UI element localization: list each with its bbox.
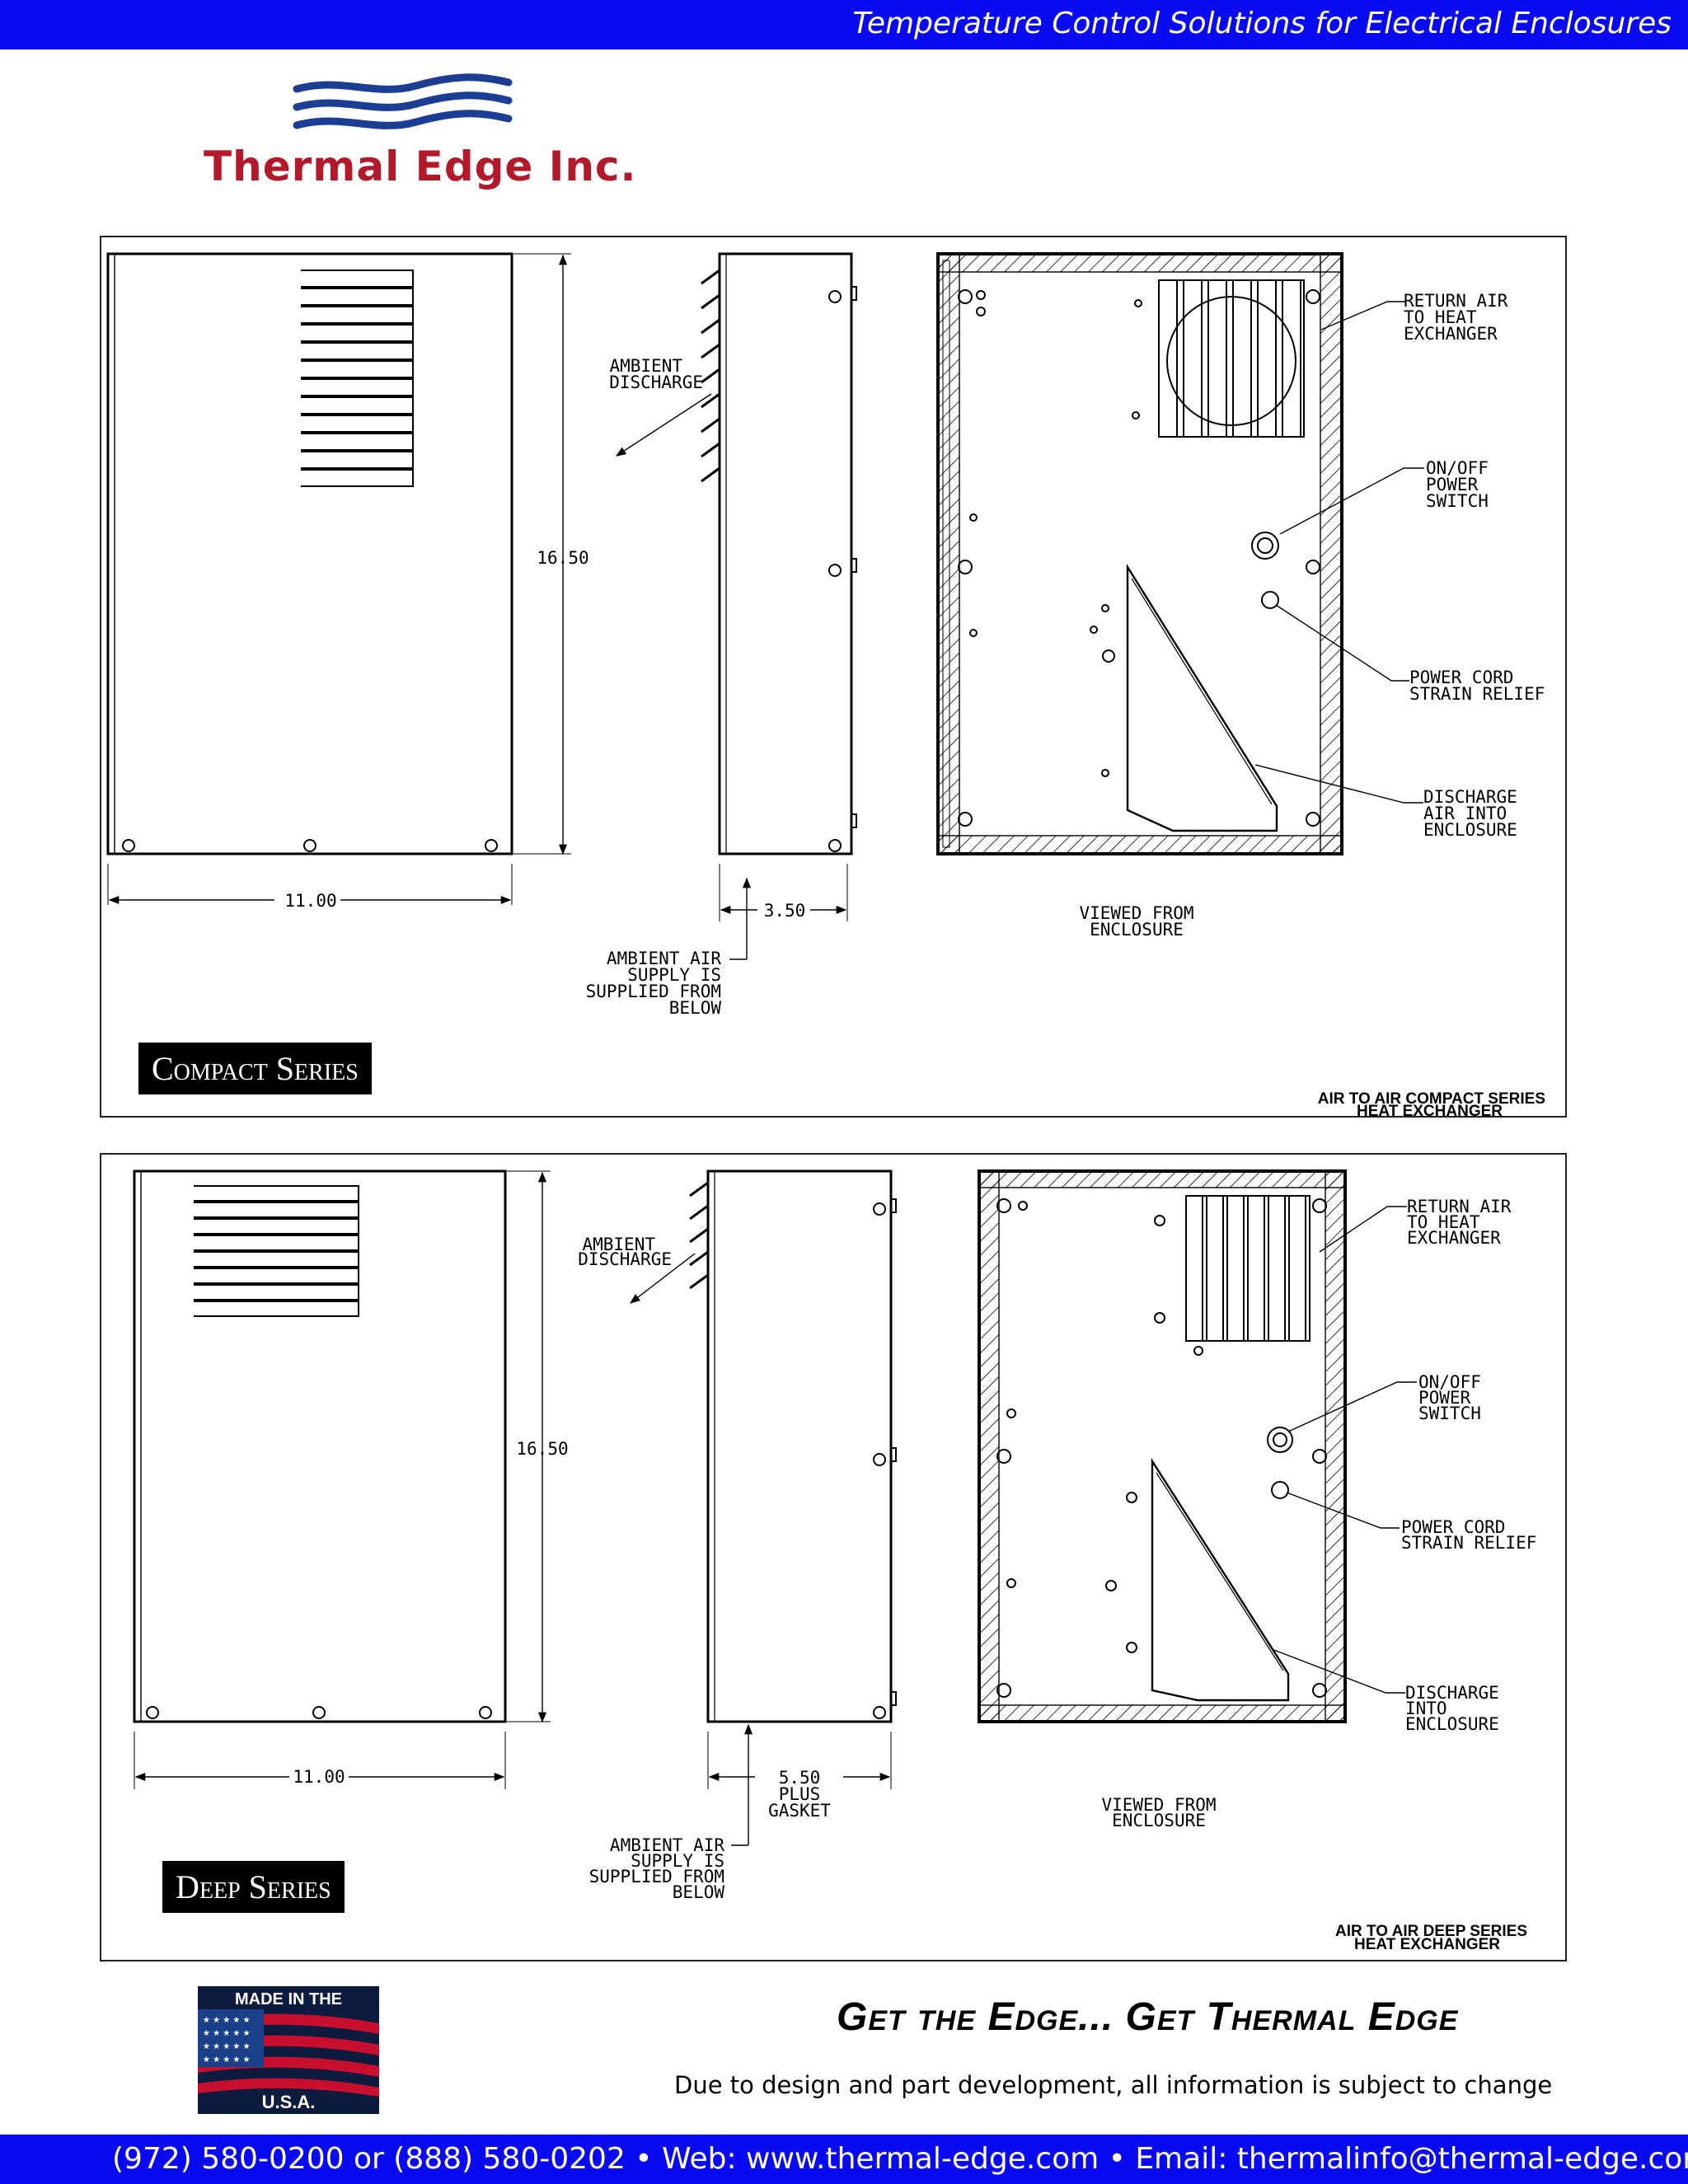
- compact-strain-relief-icon: [1261, 591, 1279, 609]
- deep-louvers: [194, 1185, 359, 1317]
- header-bar: Temperature Control Solutions for Electr…: [0, 0, 1688, 49]
- compact-ambient-supply-line4: BELOW: [669, 998, 722, 1018]
- footer-bar: (972) 580-0200 or (888) 580-0202 • Web: …: [0, 2135, 1688, 2184]
- deep-discharge-duct: [1151, 1457, 1290, 1702]
- deep-discharge-into-line1: DISCHARGE: [1405, 1683, 1499, 1703]
- deep-width-dim: 11.00: [293, 1767, 345, 1787]
- compact-power-switch-line2: POWER: [1426, 475, 1479, 494]
- slogan: Get the Edge... Get Thermal Edge: [837, 1995, 1459, 2039]
- deep-power-switch-line1: ON/OFF: [1418, 1372, 1481, 1392]
- compact-louvers: [301, 269, 414, 487]
- made-in-usa-flag-icon: ★ ★ ★ ★ ★ ★ ★ ★ ★ ★ ★ ★ ★ ★ ★ ★ ★ ★ ★ ★ MA…: [198, 1986, 379, 2114]
- deep-side-view: [706, 1169, 893, 1723]
- compact-ambient-discharge-line2: DISCHARGE: [609, 373, 703, 392]
- logo-waves-icon: [293, 73, 513, 129]
- deep-strain-relief-line2: STRAIN RELIEF: [1401, 1533, 1536, 1553]
- compact-series-badge: Compact Series: [138, 1043, 372, 1094]
- deep-strain-relief-line1: POWER CORD: [1401, 1517, 1505, 1537]
- deep-depth-dim-line1: 5.50: [779, 1768, 821, 1788]
- deep-power-switch-icon: [1267, 1427, 1293, 1453]
- compact-depth-dim: 3.50: [764, 901, 806, 921]
- deep-return-air-line1: RETURN AIR: [1407, 1197, 1512, 1216]
- compact-strain-relief-line2: STRAIN RELIEF: [1409, 684, 1545, 704]
- compact-title-block-line2: HEAT EXCHANGER: [1357, 1103, 1503, 1116]
- deep-discharge-fins: [689, 1181, 709, 1290]
- deep-series-drawing: 11.00 16.50 5.50 PLUS GASKET AMBIENT DIS…: [100, 1153, 1567, 1961]
- compact-width-dim: 11.00: [284, 891, 336, 911]
- deep-discharge-into-line2: INTO: [1405, 1699, 1447, 1718]
- contact-info: (972) 580-0200 or (888) 580-0202 • Web: …: [112, 2142, 1688, 2176]
- deep-ambient-supply-line4: BELOW: [673, 1882, 725, 1902]
- deep-power-switch-line2: POWER: [1418, 1388, 1471, 1408]
- compact-series-drawing: 11.00 16.50 3.50 AMBIENT DISCHARGE AMBIE…: [100, 236, 1567, 1118]
- deep-series-badge: Deep Series: [162, 1861, 345, 1913]
- deep-heat-exchanger-core: [1185, 1195, 1311, 1342]
- flag-text-bottom: U.S.A.: [262, 2092, 316, 2112]
- compact-interior-view: [936, 252, 1343, 855]
- compact-viewed-from-line2: ENCLOSURE: [1090, 920, 1184, 940]
- compact-return-air-line2: TO HEAT: [1404, 307, 1477, 327]
- deep-viewed-from-line2: ENCLOSURE: [1112, 1811, 1206, 1830]
- svg-text:★ ★ ★ ★ ★: ★ ★ ★ ★ ★: [203, 2016, 251, 2025]
- compact-return-air-line1: RETURN AIR: [1404, 291, 1508, 311]
- deep-title-block-line2: HEAT EXCHANGER: [1354, 1936, 1500, 1953]
- deep-ambient-supply-line3: SUPPLIED FROM: [589, 1867, 724, 1886]
- deep-ambient-discharge-line1: AMBIENT: [582, 1235, 655, 1254]
- compact-power-switch-line1: ON/OFF: [1426, 458, 1489, 478]
- deep-discharge-into-line3: ENCLOSURE: [1405, 1714, 1499, 1734]
- compact-strain-relief-line1: POWER CORD: [1409, 668, 1513, 687]
- compact-drawing-canvas: 11.00 16.50 3.50 AMBIENT DISCHARGE AMBIE…: [106, 252, 1545, 1116]
- deep-power-switch-line3: SWITCH: [1418, 1404, 1481, 1423]
- compact-discharge-into-line3: ENCLOSURE: [1423, 820, 1517, 840]
- deep-front-view: [133, 1169, 507, 1723]
- deep-ambient-supply-line2: SUPPLY IS: [631, 1851, 724, 1871]
- deep-return-air-line2: TO HEAT: [1407, 1212, 1480, 1232]
- compact-discharge-duct: [1126, 563, 1278, 832]
- deep-depth-dim-line3: GASKET: [768, 1801, 831, 1821]
- deep-viewed-from-line1: VIEWED FROM: [1101, 1795, 1216, 1815]
- company-name: Thermal Edge Inc.: [204, 143, 637, 190]
- deep-height-dim: 16.50: [516, 1439, 568, 1459]
- compact-front-view: [106, 252, 513, 855]
- svg-text:★ ★ ★ ★ ★: ★ ★ ★ ★ ★: [203, 2042, 251, 2051]
- company-logo: Thermal Edge Inc.: [202, 73, 636, 204]
- deep-ambient-discharge-line2: DISCHARGE: [578, 1249, 672, 1269]
- compact-return-air-line3: EXCHANGER: [1404, 324, 1498, 344]
- compact-power-switch-line3: SWITCH: [1426, 491, 1489, 511]
- compact-ambient-discharge-line1: AMBIENT: [609, 356, 682, 376]
- compact-viewed-from-line1: VIEWED FROM: [1079, 903, 1193, 923]
- header-tagline: Temperature Control Solutions for Electr…: [852, 7, 1672, 40]
- deep-strain-relief-icon: [1271, 1481, 1289, 1499]
- deep-title-block-line1: AIR TO AIR DEEP SERIES: [1335, 1923, 1527, 1940]
- compact-side-view: [718, 252, 853, 855]
- compact-ambient-supply-line1: AMBIENT AIR: [607, 949, 721, 968]
- compact-title-block-line1: AIR TO AIR COMPACT SERIES: [1318, 1090, 1545, 1108]
- compact-power-switch-icon: [1251, 532, 1279, 560]
- deep-return-air-line3: EXCHANGER: [1407, 1228, 1501, 1248]
- svg-text:★ ★ ★ ★ ★: ★ ★ ★ ★ ★: [203, 2029, 251, 2038]
- svg-text:★ ★ ★ ★ ★: ★ ★ ★ ★ ★: [203, 2055, 251, 2064]
- compact-discharge-fins: [701, 269, 720, 483]
- deep-ambient-supply-line1: AMBIENT AIR: [610, 1835, 724, 1855]
- compact-ambient-supply-line3: SUPPLIED FROM: [586, 982, 721, 1001]
- compact-discharge-into-line1: DISCHARGE: [1423, 787, 1517, 807]
- compact-height-dim: 16.50: [537, 548, 588, 568]
- compact-discharge-into-line2: AIR INTO: [1423, 804, 1507, 823]
- compact-fan-grille: [1158, 279, 1305, 438]
- compact-ambient-supply-line2: SUPPLY IS: [627, 965, 721, 985]
- deep-drawing-canvas: 11.00 16.50 5.50 PLUS GASKET AMBIENT DIS…: [133, 1169, 1536, 1953]
- disclaimer: Due to design and part development, all …: [674, 2071, 1553, 2099]
- deep-depth-dim-line2: PLUS: [779, 1784, 821, 1804]
- flag-text-top: MADE IN THE: [235, 1990, 342, 2008]
